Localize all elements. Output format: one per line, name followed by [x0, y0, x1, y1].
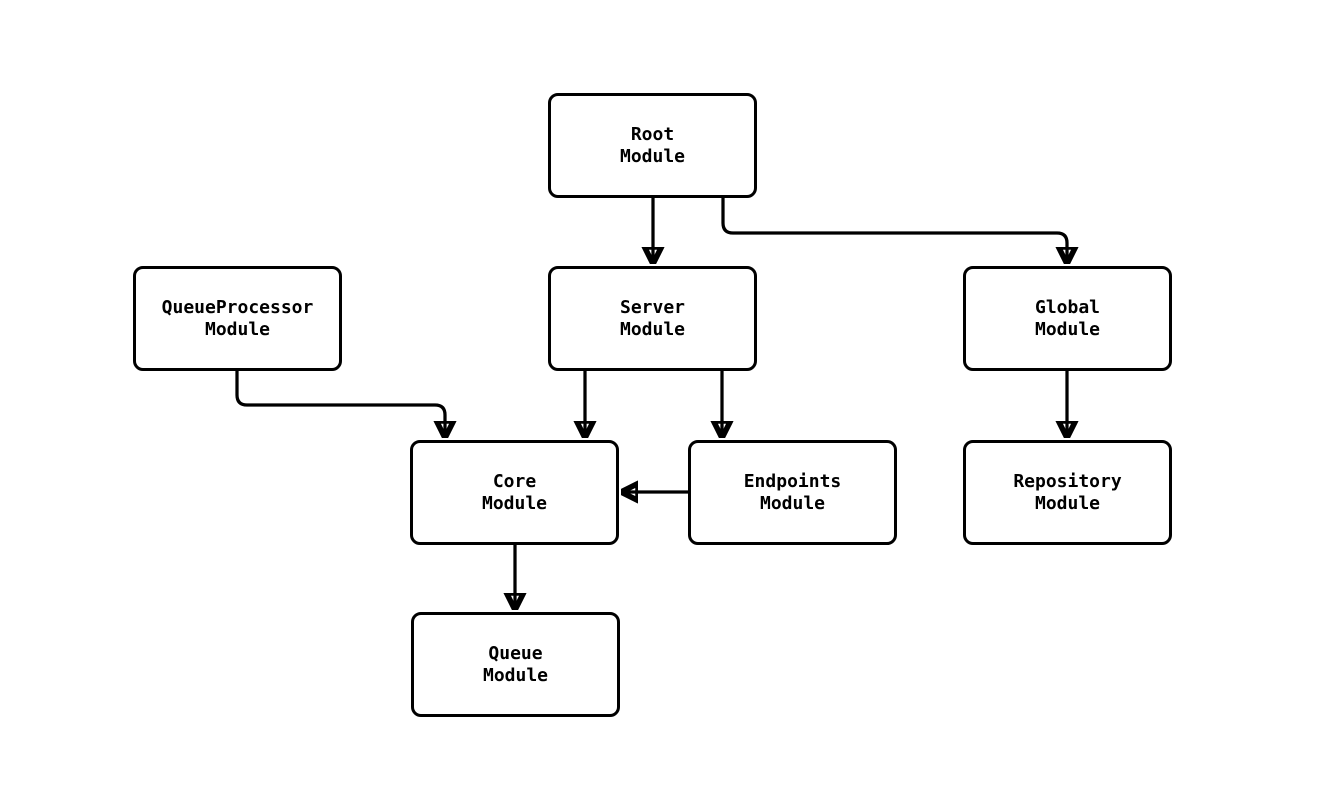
node-label-line: Core	[492, 470, 537, 492]
node-label-line: Endpoints	[743, 470, 842, 492]
node-label-line: QueueProcessor	[161, 296, 314, 318]
edge-root-to-global	[721, 198, 1067, 264]
node-label-line: Global	[1034, 296, 1101, 318]
node-queue-module: Queue Module	[411, 612, 620, 717]
node-label-line: Repository	[1013, 470, 1122, 492]
node-label-line: Module	[619, 145, 686, 167]
node-label-line: Module	[619, 318, 686, 340]
node-label-line: Module	[204, 318, 271, 340]
edge-queueprocessor-to-core	[235, 371, 445, 438]
node-queueprocessor-module: QueueProcessor Module	[133, 266, 342, 371]
node-label-line: Queue	[488, 642, 543, 664]
node-server-module: Server Module	[548, 266, 757, 371]
node-label-line: Server	[619, 296, 686, 318]
node-core-module: Core Module	[410, 440, 619, 545]
node-label-line: Root	[630, 123, 675, 145]
node-repository-module: Repository Module	[963, 440, 1172, 545]
node-label-line: Module	[482, 664, 549, 686]
node-root-module: Root Module	[548, 93, 757, 198]
node-label-line: Module	[1034, 318, 1101, 340]
node-label-line: Module	[759, 492, 826, 514]
node-endpoints-module: Endpoints Module	[688, 440, 897, 545]
node-label-line: Module	[1034, 492, 1101, 514]
node-label-line: Module	[481, 492, 548, 514]
node-global-module: Global Module	[963, 266, 1172, 371]
